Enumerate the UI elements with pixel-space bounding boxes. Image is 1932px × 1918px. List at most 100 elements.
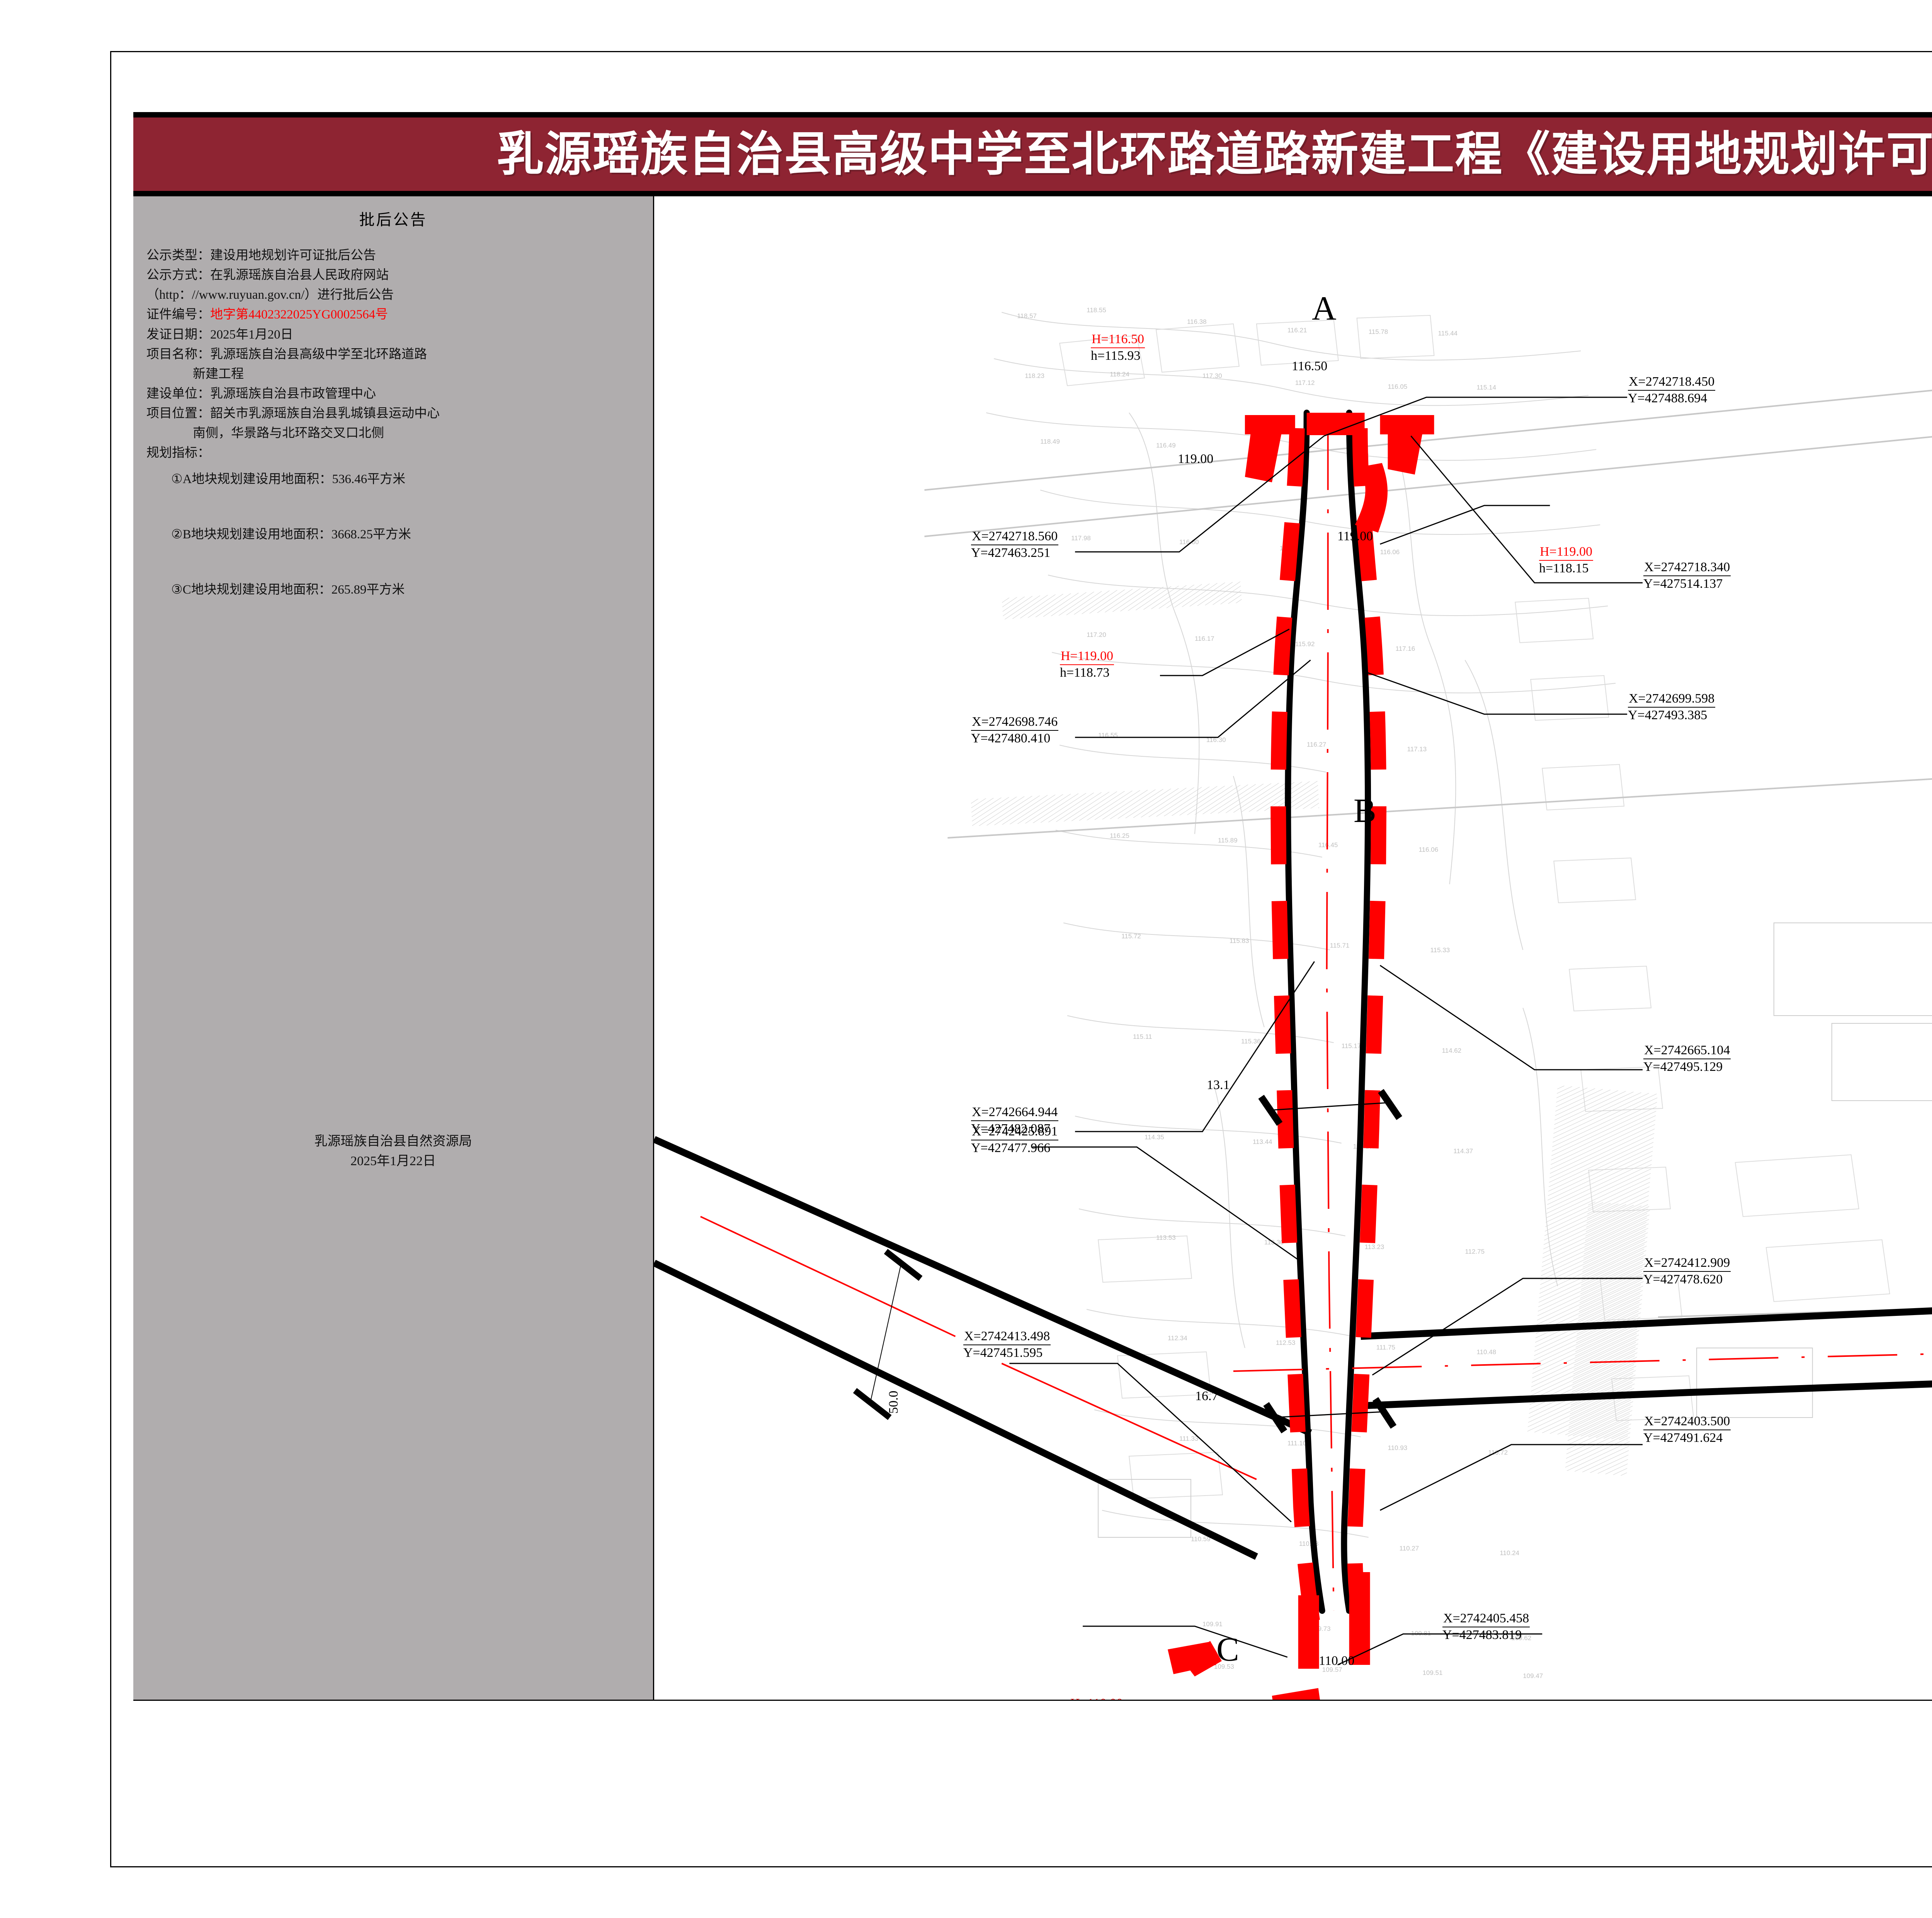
info-value-website: （http：//www.ruyuan.gov.cn/）进行批后公告 <box>146 288 394 302</box>
coordinate-callout-8: X=2742425.891 Y=427477.966 <box>971 1124 1059 1156</box>
svg-text:109.57: 109.57 <box>1322 1666 1342 1673</box>
svg-text:109.47: 109.47 <box>1523 1672 1543 1680</box>
svg-text:116.49: 116.49 <box>1156 442 1176 449</box>
road-edge-lines <box>1285 410 1371 1614</box>
coordinate-6-y: Y=427482.087 <box>971 1121 1051 1136</box>
coordinate-3-y: Y=427514.137 <box>1643 576 1723 591</box>
svg-text:110.48: 110.48 <box>1476 1348 1496 1356</box>
cross-road-lines <box>1357 1307 1932 1409</box>
metrics-heading: 规划指标： <box>146 446 210 460</box>
coordinate-10-x: X=2742413.498 <box>963 1329 1051 1345</box>
info-value-location: 韶关市乳源瑶族自治县乳城镇县运动中心 <box>210 407 440 421</box>
elevation-pair-4-design: H=110.00 <box>1070 1696 1124 1700</box>
info-row-certno: 证件编号：地字第4402322025YG0002564号 <box>146 305 653 325</box>
svg-text:118.57: 118.57 <box>1017 312 1037 320</box>
issuer-signature: 乳源瑶族自治县自然资源局 2025年1月22日 <box>133 1132 653 1171</box>
coordinate-8-x: X=2742425.891 <box>971 1124 1059 1140</box>
info-row-issuedate: 发证日期：2025年1月20日 <box>146 325 653 345</box>
design-elevation-1: 116.50 <box>1292 359 1328 373</box>
svg-text:117.98: 117.98 <box>1071 534 1091 542</box>
elevation-pair-1-existing: h=115.93 <box>1091 348 1141 363</box>
info-row-builder: 建设单位：乳源瑶族自治县市政管理中心 <box>146 384 653 404</box>
svg-text:115.33: 115.33 <box>1430 946 1450 954</box>
metric-item-b: ②B地块规划建设用地面积：3668.25平方米 <box>171 527 411 541</box>
metric-item-a: ①A地块规划建设用地面积：536.46平方米 <box>171 472 406 486</box>
svg-text:111.33: 111.33 <box>1179 1435 1198 1442</box>
info-label-builder: 建设单位： <box>146 386 210 401</box>
elevation-pair-2: H=119.00 h=118.15 <box>1539 544 1593 577</box>
coordinate-4-y: Y=427480.410 <box>971 731 1051 745</box>
info-value-projectname: 乳源瑶族自治县高级中学至北环路道路 <box>210 347 427 361</box>
dimension-16-7: 16.7 <box>1195 1389 1218 1403</box>
coordinate-2-x: X=2742718.560 <box>971 529 1059 545</box>
svg-text:113.23: 113.23 <box>1365 1243 1384 1251</box>
dimension-13-1: 13.1 <box>1207 1078 1230 1092</box>
svg-text:115.44: 115.44 <box>1438 330 1458 337</box>
svg-text:109.62: 109.62 <box>1511 1634 1531 1642</box>
info-value-builder: 乳源瑶族自治县市政管理中心 <box>210 386 376 401</box>
coordinate-5-x: X=2742699.598 <box>1628 691 1716 708</box>
dimension-50: 50.0 <box>886 1390 901 1414</box>
svg-text:116.45: 116.45 <box>1318 841 1338 849</box>
design-elevation-4: 110.00 <box>1319 1654 1355 1668</box>
coordinate-12-y: Y=427483.819 <box>1442 1627 1522 1642</box>
info-row-projectname: 项目名称：乳源瑶族自治县高级中学至北环路道路 <box>146 345 653 364</box>
info-value-issuedate: 2025年1月20日 <box>210 327 293 342</box>
svg-text:111.10: 111.10 <box>1287 1440 1306 1447</box>
elevation-pair-2-existing: h=118.15 <box>1539 561 1589 575</box>
dimension-lines <box>853 1089 1402 1433</box>
design-elevation-3: 119.00 <box>1337 529 1373 543</box>
coordinate-9-y: Y=427478.620 <box>1643 1272 1723 1287</box>
elevation-pair-3: H=119.00 h=118.73 <box>1060 648 1114 681</box>
svg-text:118.49: 118.49 <box>1040 438 1060 445</box>
svg-text:109.91: 109.91 <box>1202 1620 1223 1628</box>
parcel-label-a: A <box>1312 290 1337 327</box>
svg-text:118.24: 118.24 <box>1110 371 1129 378</box>
svg-text:109.53: 109.53 <box>1214 1663 1234 1670</box>
drawing-caption-band: 建设用地规划示意图 <box>133 1700 1932 1777</box>
info-row-location-cont: 南侧，华景路与北环路交叉口北侧 <box>193 426 384 441</box>
elevation-pair-3-existing: h=118.73 <box>1060 665 1110 680</box>
elevation-pair-2-design: H=119.00 <box>1539 544 1593 561</box>
svg-text:115.11: 115.11 <box>1133 1033 1152 1040</box>
info-label-issuedate: 发证日期： <box>146 327 210 342</box>
svg-text:115.72: 115.72 <box>1121 933 1141 940</box>
parcel-label-c: C <box>1216 1631 1239 1668</box>
info-panel-heading: 批后公告 <box>359 211 427 228</box>
svg-text:117.20: 117.20 <box>1087 631 1106 638</box>
elevation-pair-4: H=110.00 h=109.51 <box>1070 1696 1124 1700</box>
issuer-date: 2025年1月22日 <box>350 1154 436 1168</box>
svg-text:117.30: 117.30 <box>1202 372 1222 380</box>
svg-text:115.36: 115.36 <box>1241 1038 1261 1045</box>
elevation-pair-1: H=116.50 h=115.93 <box>1091 332 1145 364</box>
coordinate-11-y: Y=427491.624 <box>1643 1430 1723 1445</box>
svg-text:109.51: 109.51 <box>1422 1669 1442 1676</box>
info-panel-body: 公示类型：建设用地规划许可证批后公告 公示方式：在乳源瑶族自治县人民政府网站 （… <box>133 230 653 600</box>
coordinate-callout-4: X=2742698.746 Y=427480.410 <box>971 714 1059 747</box>
info-row-projectname-cont: 新建工程 <box>193 367 244 381</box>
svg-text:116.38: 116.38 <box>1187 318 1207 325</box>
coordinate-callout-12: X=2742405.458 Y=427483.819 <box>1442 1611 1530 1643</box>
coordinate-callout-6: X=2742664.944 Y=427482.087 <box>971 1105 1059 1137</box>
svg-text:114.62: 114.62 <box>1442 1047 1461 1054</box>
info-label-method: 公示方式： <box>146 268 210 283</box>
svg-text:115.78: 115.78 <box>1369 328 1388 335</box>
design-elevation-2: 119.00 <box>1178 452 1214 466</box>
svg-text:114.35: 114.35 <box>1145 1133 1164 1141</box>
svg-text:116.06: 116.06 <box>1380 548 1400 556</box>
coordinate-12-x: X=2742405.458 <box>1442 1611 1530 1627</box>
svg-text:114.37: 114.37 <box>1453 1147 1473 1155</box>
svg-text:110.59: 110.59 <box>1191 1535 1211 1543</box>
issuer-name: 乳源瑶族自治县自然资源局 <box>314 1134 472 1149</box>
coordinate-11-x: X=2742403.500 <box>1643 1414 1731 1430</box>
svg-text:112.75: 112.75 <box>1465 1248 1485 1255</box>
coordinate-7-y: Y=427495.129 <box>1643 1059 1723 1074</box>
certificate-number: 地字第4402322025YG0002564号 <box>210 308 388 322</box>
svg-text:116.05: 116.05 <box>1388 383 1408 390</box>
svg-text:115.83: 115.83 <box>1230 937 1249 945</box>
svg-text:115.92: 115.92 <box>1295 640 1315 648</box>
